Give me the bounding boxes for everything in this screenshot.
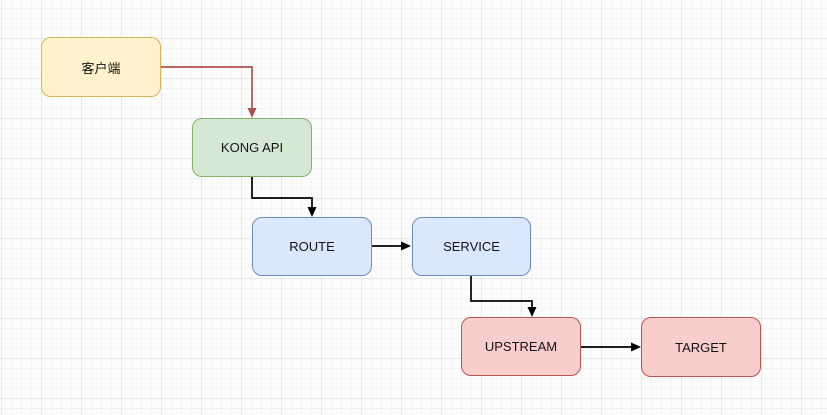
edge-route-to-service[interactable] [372,241,411,251]
node-client-label: 客户端 [81,60,121,76]
edge-kong-api-to-route[interactable] [251,177,317,217]
node-target-label: TARGET [675,339,727,355]
node-service-label: SERVICE [443,239,500,254]
node-service[interactable]: SERVICE [412,217,531,276]
edge-service-to-upstream[interactable] [470,276,537,317]
node-client[interactable]: 客户端 [41,37,161,97]
node-kong-api[interactable]: KONG API [192,118,312,177]
arrowhead-down-icon [307,207,317,217]
node-route[interactable]: ROUTE [252,217,372,276]
node-upstream[interactable]: UPSTREAM [461,317,581,376]
arrowhead-down-icon [527,307,537,317]
edge-client-to-kong-api[interactable] [161,66,257,118]
arrowhead-down-icon [247,108,257,118]
node-kong-api-label: KONG API [220,140,284,155]
arrowhead-right-icon [401,241,411,251]
edge-upstream-to-target[interactable] [581,342,641,352]
node-route-label: ROUTE [289,239,335,254]
node-upstream-label: UPSTREAM [484,339,558,354]
node-target[interactable]: TARGET [641,317,761,377]
arrowhead-right-icon [631,342,641,352]
